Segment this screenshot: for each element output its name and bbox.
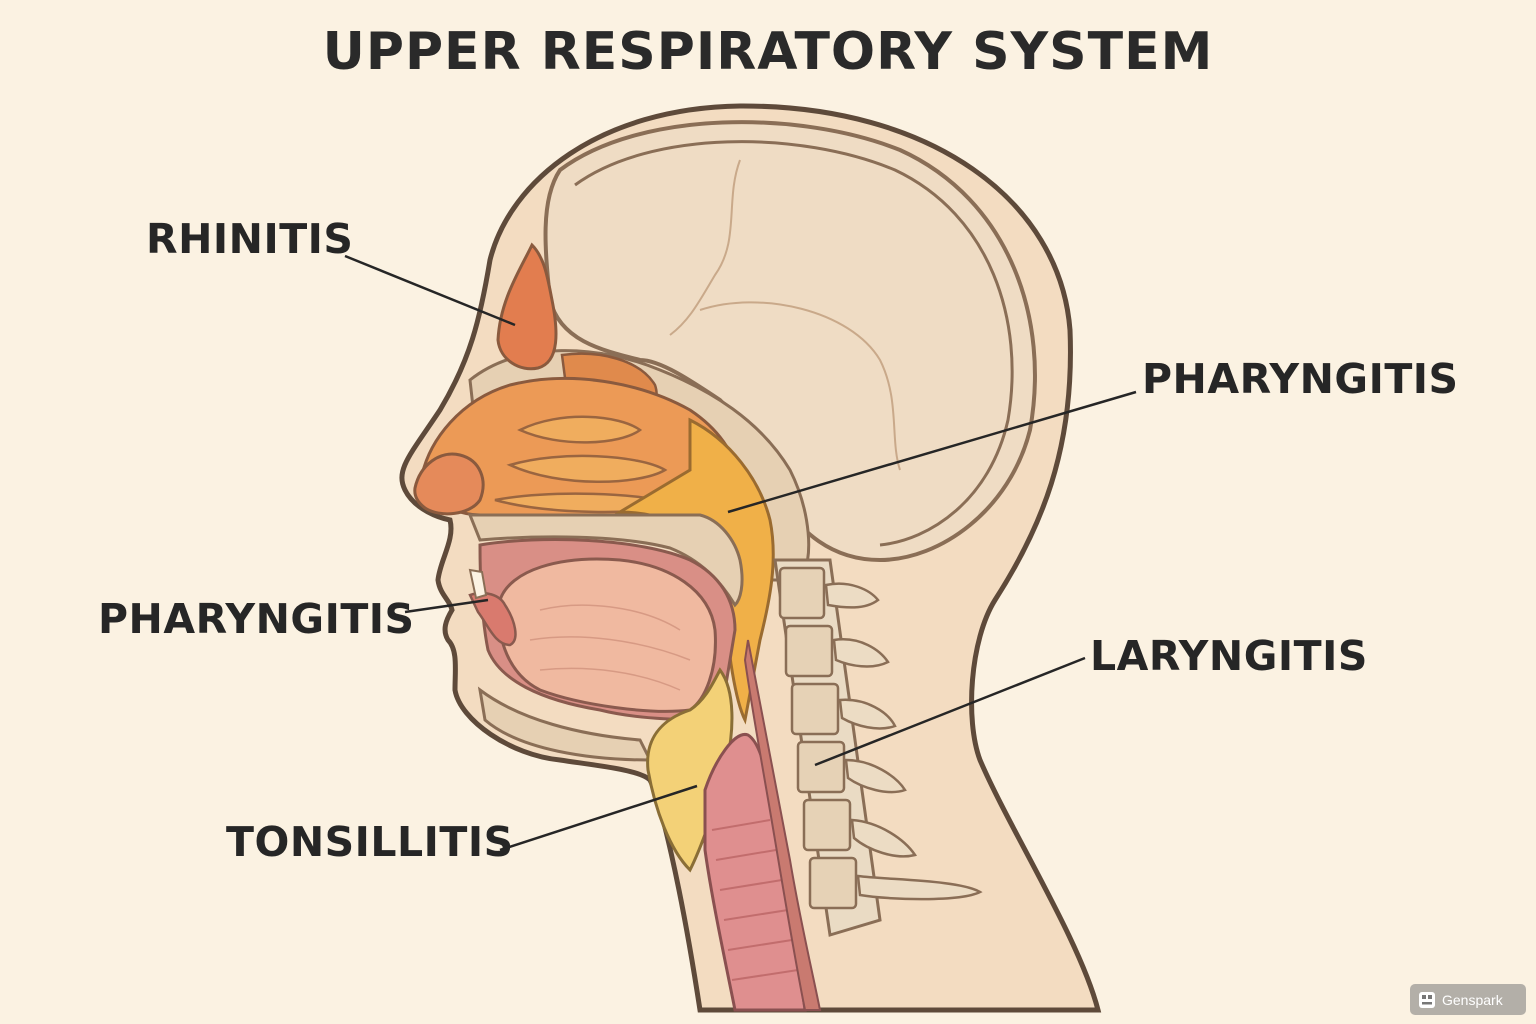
label-laryngitis: LARYNGITIS <box>1090 632 1368 680</box>
skull-outline <box>543 120 1037 563</box>
spinous-processes <box>824 582 983 901</box>
skull-suture <box>669 159 901 471</box>
tongue-texture <box>529 604 691 691</box>
leader-laryngitis <box>814 656 1086 767</box>
leader-rhinitis <box>344 254 516 327</box>
nose <box>413 452 485 516</box>
leader-pharyngitis-left <box>404 598 489 614</box>
leader-pharyngitis-right <box>727 390 1137 514</box>
vertebra-1 <box>778 566 826 620</box>
vertebra-3 <box>790 682 840 736</box>
label-rhinitis: RHINITIS <box>146 215 354 263</box>
label-tonsillitis: TONSILLITIS <box>226 818 514 866</box>
frontal-sinus <box>496 242 558 371</box>
spinous-process-3 <box>838 698 897 730</box>
trachea-rings <box>711 819 799 981</box>
genspark-watermark: Genspark <box>1410 984 1526 1015</box>
leader-lines <box>344 254 1137 852</box>
front-teeth <box>468 568 488 600</box>
watermark-text: Genspark <box>1442 991 1503 1008</box>
label-pharyngitis-right: PHARYNGITIS <box>1142 355 1459 403</box>
label-pharyngitis-left: PHARYNGITIS <box>98 595 415 643</box>
genspark-logo-icon <box>1419 991 1435 1008</box>
tongue <box>497 557 717 713</box>
turbinate-middle <box>506 454 668 483</box>
vertebra-4 <box>796 740 846 794</box>
spinous-process-5 <box>850 818 918 858</box>
vertebrae <box>778 566 858 910</box>
spinous-process-1 <box>824 582 880 609</box>
skull-inner-line <box>574 140 1014 547</box>
spinous-process-6 <box>856 874 983 901</box>
lips <box>468 591 517 647</box>
spinous-process-2 <box>832 638 890 668</box>
leader-tonsillitis <box>499 784 698 852</box>
spinous-process-4 <box>844 758 907 794</box>
diagram-title: UPPER RESPIRATORY SYSTEM <box>322 22 1214 82</box>
vertebra-5 <box>802 798 852 852</box>
turbinate-upper <box>517 415 643 444</box>
esophagus <box>743 639 822 1011</box>
vertebra-2 <box>784 624 834 678</box>
vertebra-6 <box>808 856 858 910</box>
